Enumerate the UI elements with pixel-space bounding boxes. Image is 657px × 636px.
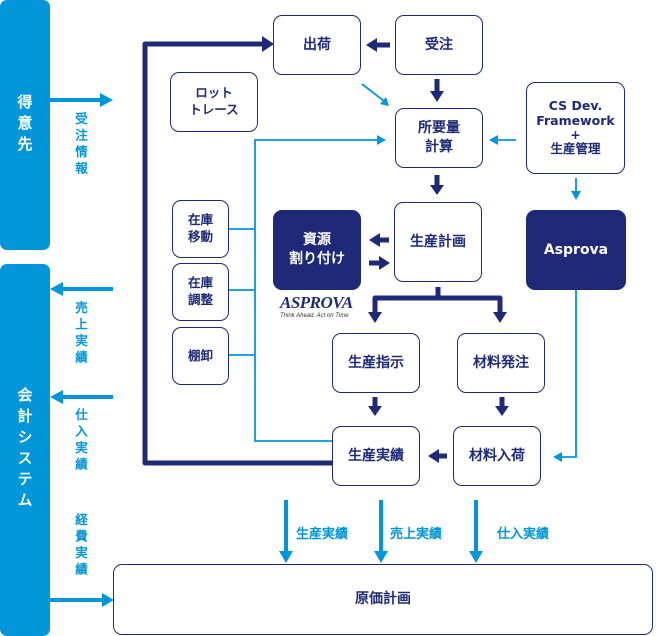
shipping-label: 出荷 [303, 36, 331, 53]
asprova-logo-name: ASPROVA [280, 293, 353, 312]
order-to-requirements-arrow [430, 79, 444, 102]
sales-to-accounting-arrow [50, 282, 113, 296]
asprova-box[interactable]: Asprova [526, 210, 626, 290]
asprova-logo: ASPROVA Think Ahead, Act on Time [280, 293, 365, 319]
material-receipt-box[interactable]: 材料入荷 [453, 426, 541, 486]
shipping-box[interactable]: 出荷 [273, 15, 361, 75]
requirements-calc-label: 所要量 計算 [418, 120, 460, 155]
resource-allocation-box[interactable]: 資源 割り付け [273, 210, 361, 290]
requirements-calc-box[interactable]: 所要量 計算 [395, 108, 483, 168]
inventory-count-box[interactable]: 棚卸 [172, 327, 229, 385]
material-order-label: 材料発注 [473, 354, 529, 371]
inventory-count-label: 棚卸 [187, 347, 213, 363]
framework-to-asprova-arrow [571, 178, 581, 200]
production-results-label: 生産実績 [348, 447, 404, 464]
purchase-results-label: 仕入実績 [73, 408, 88, 474]
asprova-label: Asprova [543, 241, 609, 258]
production-results-flow-label: 生産実績 [296, 527, 349, 542]
order-info-label: 受注情報 [73, 112, 88, 178]
purchase-to-accounting-arrow [50, 390, 113, 404]
asprova-to-receipt-line [553, 290, 577, 462]
shipping-to-requirements-arrow [361, 83, 389, 106]
customer-block: 得意先 [0, 0, 50, 250]
customer-to-system-arrow [50, 93, 113, 107]
production-instruction-label: 生産指示 [348, 354, 404, 371]
order-label: 受注 [425, 36, 453, 53]
stock-move-label: 在庫 移動 [187, 212, 213, 244]
cs-framework-box[interactable]: CS Dev. Framework + 生産管理 [526, 82, 625, 174]
stock-adjust-box[interactable]: 在庫 調整 [172, 263, 229, 321]
expense-results-label: 経費実績 [73, 513, 88, 579]
material-receipt-label: 材料入荷 [469, 447, 525, 464]
stock-adjust-label: 在庫 調整 [187, 275, 213, 307]
accounting-system-label: 会計システム [15, 387, 34, 513]
accounting-system-block: 会計システム [0, 264, 50, 636]
resource-allocation-label: 資源 割り付け [289, 232, 345, 267]
production-plan-label: 生産計画 [410, 233, 466, 250]
results-to-shipping-loop [142, 36, 332, 466]
purchase-results-down-arrow [469, 500, 483, 563]
purchase-results-flow-label: 仕入実績 [497, 527, 550, 542]
material-order-box[interactable]: 材料発注 [457, 333, 545, 393]
resource-to-plan-arrow [369, 256, 390, 270]
stock-move-box[interactable]: 在庫 移動 [172, 200, 229, 258]
order-to-receipt-arrow [495, 397, 509, 416]
order-to-shipping-arrow [366, 38, 390, 52]
order-box[interactable]: 受注 [395, 15, 483, 75]
production-plan-box[interactable]: 生産計画 [394, 202, 482, 282]
receipt-to-results-arrow [428, 449, 447, 463]
lot-trace-box[interactable]: ロット トレース [170, 72, 258, 132]
expense-to-cost-arrow [50, 593, 114, 607]
plan-to-resource-arrow [369, 233, 389, 247]
plan-split-arrows [368, 287, 507, 323]
customer-label: 得意先 [15, 93, 34, 157]
cs-framework-label: CS Dev. Framework + 生産管理 [536, 98, 615, 157]
asprova-logo-tagline: Think Ahead, Act on Time [280, 313, 349, 319]
lot-trace-label: ロット トレース [189, 85, 239, 117]
instruction-to-results-arrow [368, 397, 382, 416]
cost-plan-box[interactable]: 原価計画 [113, 564, 653, 635]
sales-results-flow-label: 売上実績 [390, 527, 443, 542]
requirements-to-plan-arrow [430, 175, 444, 195]
sales-results-label: 売上実績 [73, 301, 88, 367]
production-results-box[interactable]: 生産実績 [332, 426, 420, 486]
production-results-down-arrow [279, 500, 293, 563]
inventory-to-requirements-line [229, 135, 386, 442]
cost-plan-label: 原価計画 [355, 591, 411, 608]
sales-results-down-arrow [374, 500, 388, 563]
framework-to-requirements-arrow [489, 135, 516, 145]
production-instruction-box[interactable]: 生産指示 [332, 333, 420, 393]
